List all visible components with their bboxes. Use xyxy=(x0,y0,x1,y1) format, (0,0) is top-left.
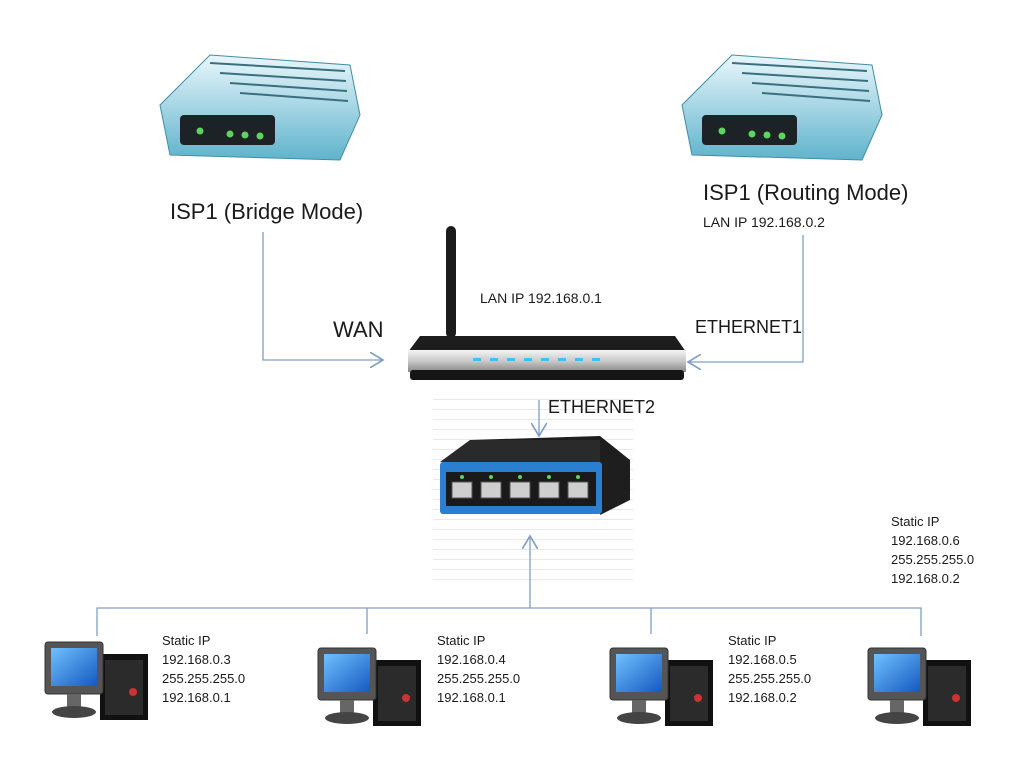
pc-2-icon xyxy=(317,647,422,727)
wan-connector xyxy=(262,232,383,360)
isp-bridge-modem-icon xyxy=(159,54,361,161)
isp-routing-lan-ip: LAN IP 192.168.0.2 xyxy=(703,214,825,230)
network-switch-icon xyxy=(440,436,630,515)
pc-3-gateway: 192.168.0.2 xyxy=(728,690,797,705)
pc-1-line: Static IP xyxy=(162,633,211,648)
pc-1-config: Static IP 192.168.0.3 255.255.255.0 192.… xyxy=(162,631,245,707)
pc-4-config: Static IP 192.168.0.6 255.255.255.0 192.… xyxy=(891,512,974,588)
isp-bridge-label: ISP1 (Bridge Mode) xyxy=(170,199,364,224)
pc-1-ip: 192.168.0.3 xyxy=(162,652,231,667)
router-lan-ip: LAN IP 192.168.0.1 xyxy=(480,290,602,306)
pc-2-ip: 192.168.0.4 xyxy=(437,652,506,667)
pc-4-gateway: 192.168.0.2 xyxy=(891,571,960,586)
pc-3-ip: 192.168.0.5 xyxy=(728,652,797,667)
isp-routing-label: ISP1 (Routing Mode) xyxy=(703,180,909,205)
isp-routing-modem-icon xyxy=(681,54,883,161)
pc-1-gateway: 192.168.0.1 xyxy=(162,690,231,705)
pc-4-line: Static IP xyxy=(891,514,940,529)
pc-3-mask: 255.255.255.0 xyxy=(728,671,812,686)
pc-2-gateway: 192.168.0.1 xyxy=(437,690,506,705)
wan-label: WAN xyxy=(333,317,384,342)
pc-2-config: Static IP 192.168.0.4 255.255.255.0 192.… xyxy=(437,631,520,707)
pc-1-mask: 255.255.255.0 xyxy=(162,671,246,686)
ethernet2-label: ETHERNET2 xyxy=(548,397,656,417)
pc-3-icon xyxy=(609,647,714,727)
pc-4-icon xyxy=(867,647,972,727)
pc-4-ip: 192.168.0.6 xyxy=(891,533,960,548)
wireless-router-icon xyxy=(408,226,686,380)
ethernet1-label: ETHERNET1 xyxy=(695,317,803,337)
pc-3-line: Static IP xyxy=(728,633,777,648)
pc-2-mask: 255.255.255.0 xyxy=(437,671,521,686)
lan-bus xyxy=(96,607,922,636)
pc-2-line: Static IP xyxy=(437,633,486,648)
ethernet1-connector xyxy=(688,235,804,362)
pc-1-icon xyxy=(44,641,149,721)
pc-4-mask: 255.255.255.0 xyxy=(891,552,975,567)
pc-3-config: Static IP 192.168.0.5 255.255.255.0 192.… xyxy=(728,631,811,707)
